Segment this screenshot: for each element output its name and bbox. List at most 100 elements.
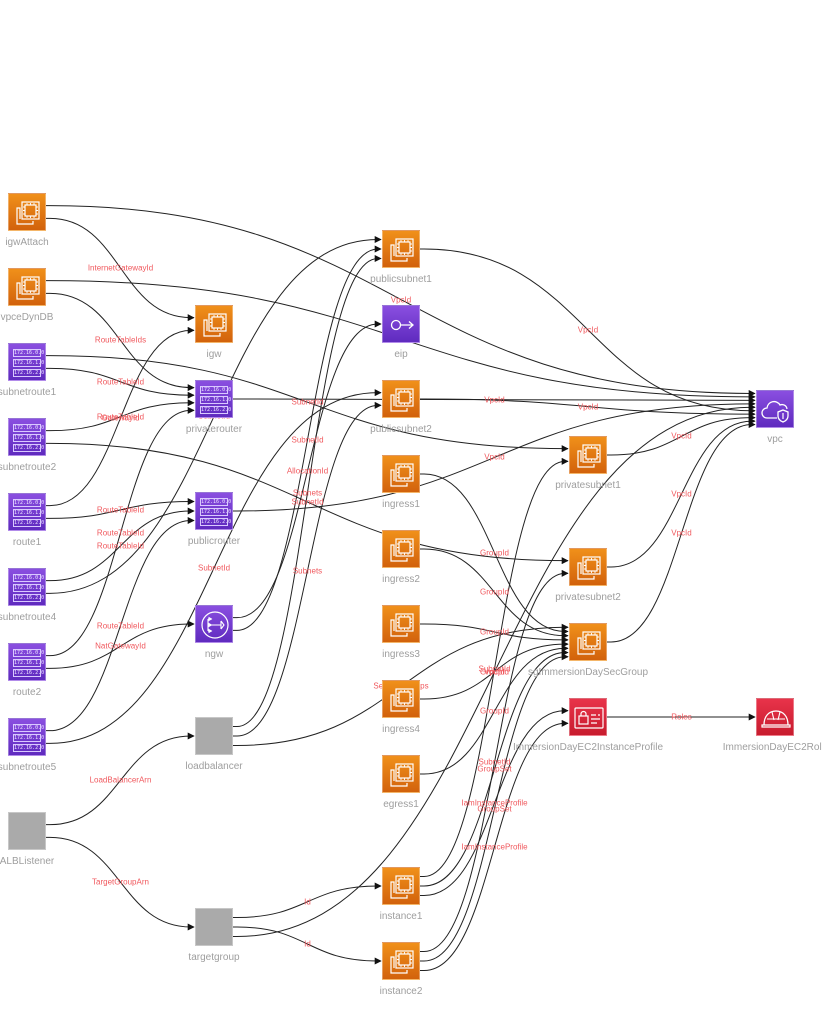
generic-resource-icon[interactable] [195,717,233,755]
elastic-ip-icon [390,319,414,331]
ec2-instance-icon [390,238,414,262]
edge-label: VpcId [484,667,505,677]
edge-label: SubnetId [478,664,511,674]
nat-gateway-icon[interactable] [195,605,233,643]
node-loadbalancer[interactable]: loadbalancer [185,717,243,772]
edge-loadbalancer-to-publicsubnet1 [233,255,382,727]
ec2-instance-icon[interactable] [382,455,420,493]
node-label: route2 [12,687,42,698]
node-targetgroup[interactable]: targetgroup [188,908,240,963]
edge-vpceDynDB-to-privaterouter [46,292,195,392]
ec2-instance-icon[interactable] [569,436,607,474]
edge-subnetroute5-to-publicrouter [46,517,195,732]
node-instance2[interactable]: instance2 [380,942,422,997]
instance-profile-icon[interactable] [569,698,607,736]
iam-role-helmet-icon[interactable] [756,698,794,736]
node-label: igwAttach [5,237,49,248]
ec2-instance-icon[interactable] [569,623,607,661]
node-label: subnetroute4 [0,612,57,623]
route-table-row: 172.16.1.0 [200,508,232,516]
edge-label: Subnets [292,488,323,497]
edge-subnetroute1-to-privaterouter [46,367,195,399]
node-instance1[interactable]: instance1 [380,867,422,922]
edge-igwAttach-to-vpc [46,205,756,397]
edge-label: SubnetId [478,757,511,767]
ec2-instance-icon[interactable] [382,230,420,268]
node-igwAttach[interactable]: igwAttach [5,193,49,248]
node-ImmersionDayEC2InstanceProfile[interactable]: ImmersionDayEC2InstanceProfile [513,698,663,753]
ec2-instance-icon[interactable] [382,530,420,568]
instance-profile-icon [574,707,604,729]
generic-resource-icon[interactable] [8,812,46,850]
node-ingress2[interactable]: ingress2 [382,530,420,585]
node-ngw[interactable]: ngw [195,605,233,660]
edge-ngw-to-publicsubnet1 [233,245,382,631]
node-ImmersionDayEC2Role[interactable]: ImmersionDayEC2Role [723,698,822,753]
edge-route1-to-igw [46,326,195,507]
vpc-cloud-shield-icon[interactable] [756,390,794,428]
node-ingress4[interactable]: ingress4 [382,680,420,735]
ec2-instance-icon[interactable] [195,305,233,343]
ec2-instance-icon[interactable] [382,680,420,718]
ec2-instance-icon[interactable] [382,942,420,980]
node-label: subnetroute1 [0,387,57,398]
node-vpc[interactable]: vpc [756,390,794,445]
node-label: privatesubnet2 [555,592,621,603]
edge-ALBListener-to-targetgroup [46,836,195,931]
route-table-row: 172.16.2.0 [13,519,45,527]
node-label: vpceDynDB [0,312,54,323]
node-ALBListener[interactable]: ALBListener [0,812,54,867]
node-egress1[interactable]: egress1 [382,755,420,810]
generic-resource-icon[interactable] [195,908,233,946]
node-publicsubnet1[interactable]: publicsubnet1 [370,230,432,285]
node-label: ingress1 [382,499,420,510]
route-table-row: 172.16.0.0 [13,649,45,657]
edge-subnetroute4-to-publicrouter [46,507,195,582]
node-vpceDynDB[interactable]: vpceDynDB [1,268,53,323]
ec2-instance-icon[interactable] [382,605,420,643]
ec2-instance-icon[interactable] [382,755,420,793]
route-table-row: 172.16.1.0 [13,734,45,742]
ec2-instance-icon[interactable] [8,193,46,231]
ec2-instance-icon[interactable] [569,548,607,586]
node-privatesubnet1[interactable]: privatesubnet1 [555,436,621,491]
node-eip[interactable]: eip [382,305,420,360]
elastic-ip-icon[interactable] [382,305,420,343]
ec2-instance-icon [16,276,40,300]
edge-label: SubnetId [291,497,324,507]
route-table-row: 172.16.1.0 [13,434,45,442]
node-privatesubnet2[interactable]: privatesubnet2 [555,548,621,603]
node-label: ImmersionDayEC2InstanceProfile [512,742,664,753]
ec2-instance-icon[interactable] [382,380,420,418]
node-publicsubnet2[interactable]: publicsubnet2 [370,380,432,435]
node-sgImmersionDaySecGroup[interactable]: sgImmersionDaySecGroup [528,623,648,678]
ec2-instance-icon[interactable] [8,268,46,306]
node-ingress3[interactable]: ingress3 [382,605,420,660]
route-table-row: 172.16.2.0 [13,594,45,602]
edge-instance2-to-ImmersionDayEC2InstanceProfile [420,719,569,971]
edge-label: RouteTableId [96,377,145,387]
edge-instance1-to-ImmersionDayEC2InstanceProfile [420,707,569,896]
ec2-instance-icon[interactable] [382,867,420,905]
ec2-instance-icon [390,538,414,562]
edge-igwAttach-to-igw [46,217,195,322]
node-igw[interactable]: igw [195,305,233,360]
node-label: publicsubnet2 [370,424,432,435]
node-ingress1[interactable]: ingress1 [382,455,420,510]
